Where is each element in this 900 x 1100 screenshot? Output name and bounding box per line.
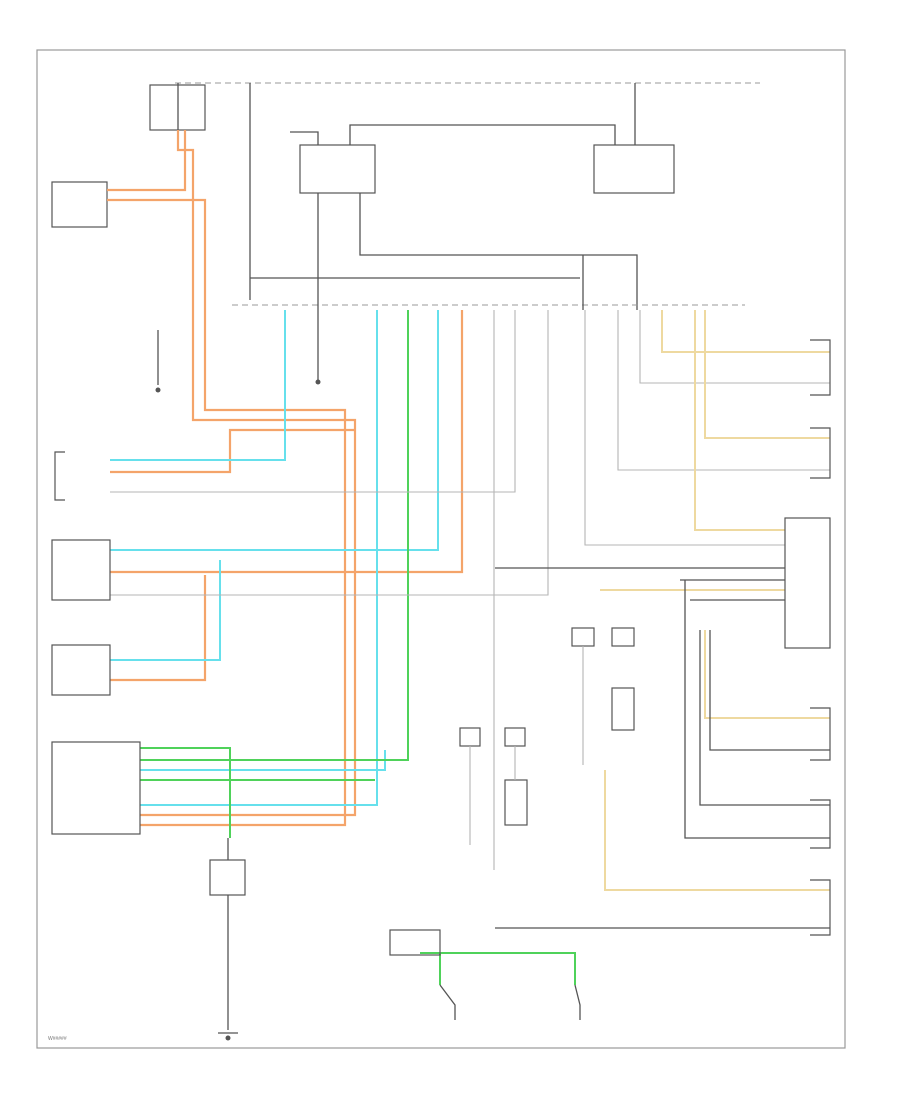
passenger-door-lock-actuator: [810, 707, 831, 761]
ground-dot-1: [315, 379, 321, 385]
orange-wire-4: [110, 428, 355, 474]
cyan-wire-4: [140, 310, 378, 806]
fuse-lower-right: [504, 727, 526, 747]
yellow-wire-3: [704, 310, 830, 439]
orange-wire-6: [110, 575, 207, 682]
yellow-wire-5: [704, 630, 830, 719]
body-control-module: [51, 741, 141, 835]
switch-leg-1: [439, 984, 456, 1020]
door-lock-relay-center: [504, 779, 528, 826]
junction-connector: [784, 517, 831, 649]
cyan-wire-1: [110, 310, 286, 461]
green-wire-2: [140, 310, 409, 761]
footer-code: W#####: [48, 1036, 67, 1042]
driver-door-lock-actuator: [810, 339, 831, 396]
green-wire-1: [140, 747, 231, 838]
rear-door-lock-switch: [51, 539, 111, 601]
orange-wire-3: [140, 130, 357, 817]
relay-bridge: [349, 124, 616, 145]
cyan-wire-5: [140, 750, 386, 771]
chime-ground-dot: [225, 1035, 231, 1041]
relay-return: [359, 193, 638, 310]
green-wire-4: [420, 952, 576, 985]
left-rear-door-lock-actuator: [810, 427, 831, 479]
right-rear-door-lock-actuator: [810, 799, 831, 849]
switch-leg-2: [574, 984, 581, 1020]
diagram-border: [36, 49, 846, 1049]
black-wire-6: [709, 630, 830, 751]
relay-link: [290, 131, 319, 145]
grey-wire-2: [110, 310, 549, 596]
grey-wire-3: [639, 310, 830, 384]
grey-wire-1: [110, 310, 516, 493]
unlock-relay: [593, 144, 675, 194]
orange-wire-1: [107, 130, 187, 192]
lumbar-switch: [389, 929, 441, 956]
black-wire-5: [699, 630, 830, 806]
fuse-lower-left: [459, 727, 481, 747]
orange-wire-2: [107, 198, 347, 827]
remote-control-door-lock-receiver: [51, 181, 108, 228]
cyan-wire-2: [110, 310, 439, 551]
door-lock-switch-center: [611, 687, 635, 731]
black-wire-3: [684, 580, 830, 839]
fuse-center-left: [571, 627, 595, 647]
grey-wire-4: [617, 310, 830, 471]
yellow-wire-1: [661, 310, 830, 353]
chime-module: [209, 859, 246, 896]
cyan-wire-3: [110, 560, 221, 661]
yellow-wire-6: [604, 770, 830, 891]
yellow-wire-2: [694, 310, 785, 531]
driver-door-lock-switch: [54, 451, 65, 501]
front-passenger-door-lock-switch: [51, 644, 111, 696]
orange-wire-5: [110, 310, 464, 574]
fuse-center-right: [611, 627, 635, 647]
ground-dot-2: [155, 387, 161, 393]
rear-liftgate-lock-actuator: [810, 879, 831, 936]
grey-wire-5: [584, 310, 785, 546]
lock-relay: [299, 144, 376, 194]
